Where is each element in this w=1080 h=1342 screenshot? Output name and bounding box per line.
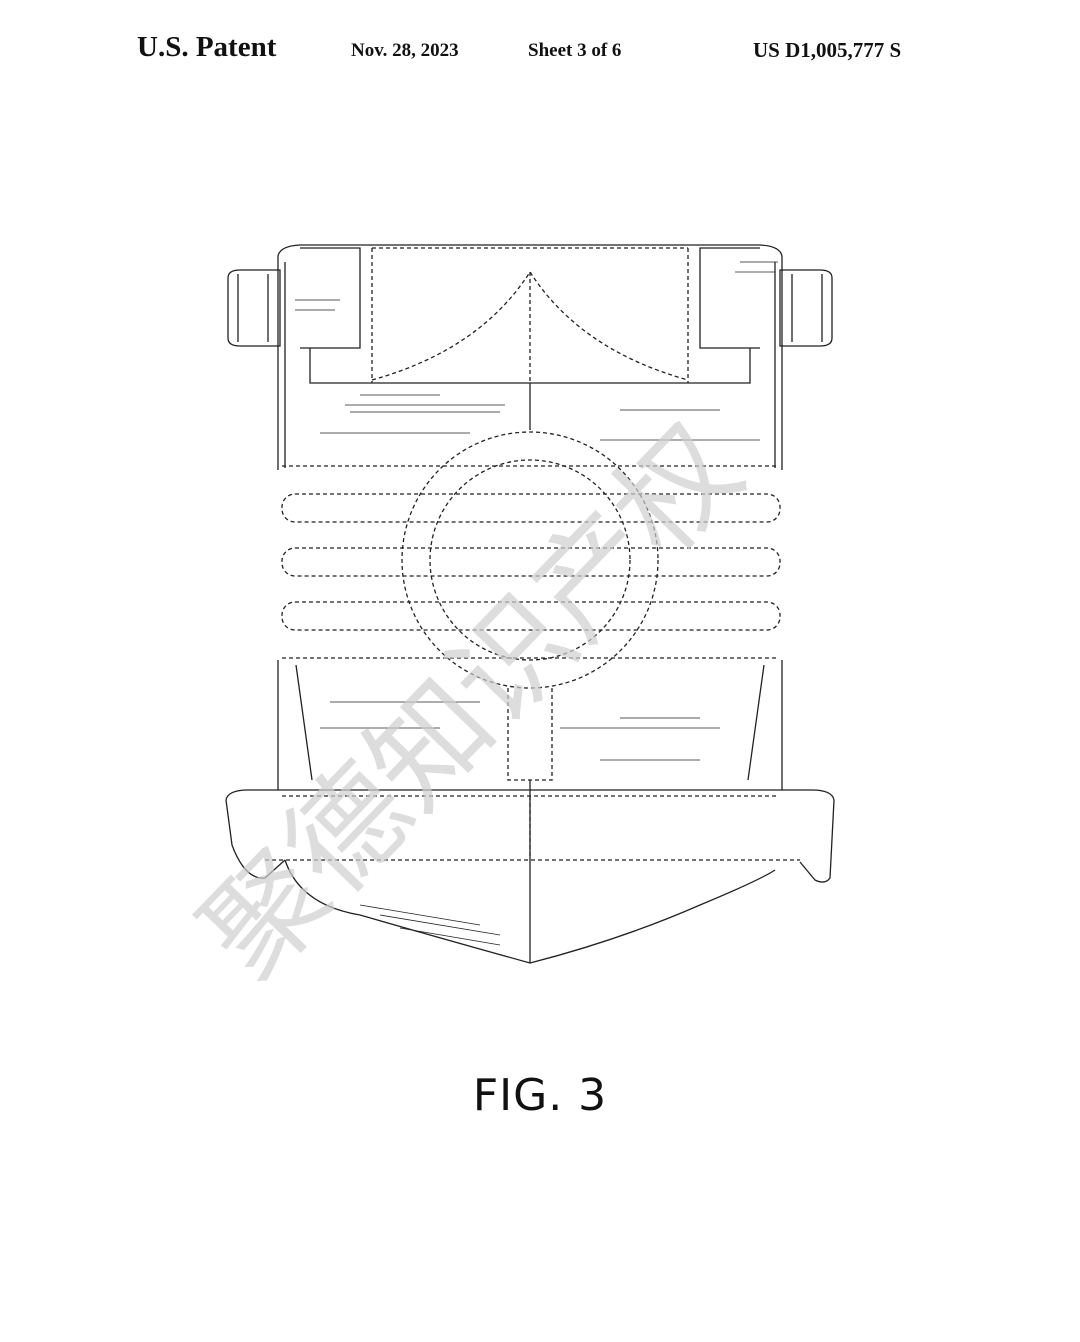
ribbed-section bbox=[281, 431, 781, 781]
bottom-cup bbox=[225, 789, 835, 964]
right-clip bbox=[779, 269, 833, 347]
issue-date: Nov. 28, 2023 bbox=[351, 40, 459, 61]
cup-shading bbox=[359, 904, 501, 946]
lower-shading bbox=[320, 701, 720, 761]
top-band bbox=[277, 244, 783, 470]
lower-body bbox=[277, 660, 783, 860]
top-shading bbox=[295, 261, 778, 441]
left-clip bbox=[227, 269, 281, 347]
publication-label: U.S. Patent bbox=[137, 31, 277, 63]
figure-label: FIG. 3 bbox=[472, 1070, 608, 1121]
patent-number: US D1,005,777 S bbox=[753, 38, 902, 62]
sheet-number: Sheet 3 of 6 bbox=[528, 40, 622, 61]
